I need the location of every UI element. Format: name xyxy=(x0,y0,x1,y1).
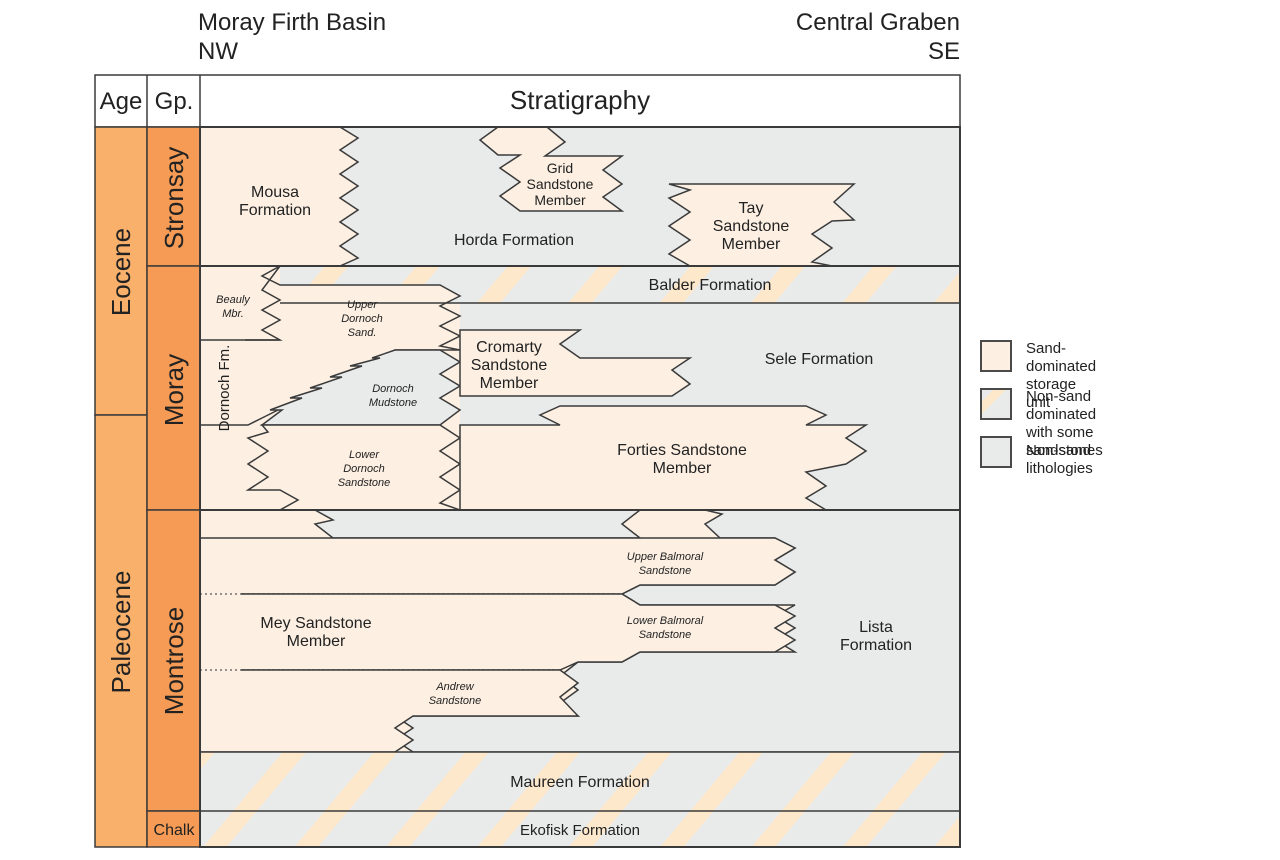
horda-label: Horda Formation xyxy=(454,232,574,249)
header-row xyxy=(94,74,961,128)
left-basin-title: Moray Firth Basin xyxy=(198,9,387,36)
forties-sandstone-unit xyxy=(459,405,869,511)
group-stronsay-cell xyxy=(146,126,201,267)
dornoch-mudstone-unit xyxy=(259,349,462,426)
group-chalk-label: Chalk xyxy=(154,822,196,839)
group-chalk-cell xyxy=(146,810,201,848)
sele-label: Sele Formation xyxy=(765,351,874,368)
grid-sandstone-unit xyxy=(478,127,625,212)
legend-swatch-nonsand xyxy=(980,436,1012,468)
legend-label-nonsand: Non-sand lithologies xyxy=(1026,442,1093,477)
group-column-header: Gp. xyxy=(155,88,194,115)
lista-upper-band xyxy=(312,509,643,539)
legend-swatch-mixed xyxy=(980,388,1012,420)
age-column-header: Age xyxy=(100,88,143,115)
cromarty-sandstone-unit xyxy=(459,329,693,397)
mousa-formation-unit xyxy=(200,127,360,267)
group-stronsay-label: Stronsay xyxy=(159,147,189,250)
ekofisk-formation-unit xyxy=(200,811,960,847)
age-eocene-label: Eocene xyxy=(106,228,136,316)
age-paleocene-label: Paleocene xyxy=(106,571,136,694)
dornoch-fm-label: Dornoch Fm. xyxy=(216,345,233,432)
maureen-label: Maureen Formation xyxy=(510,774,650,791)
group-montrose-cell xyxy=(146,509,201,812)
left-direction: NW xyxy=(198,38,238,65)
group-moray-label: Moray xyxy=(159,354,189,426)
age-paleocene-cell xyxy=(94,414,148,848)
group-montrose-label: Montrose xyxy=(159,607,189,715)
age-eocene-cell xyxy=(94,126,148,416)
legend-swatch-sand xyxy=(980,340,1012,372)
balder-label: Balder Formation xyxy=(649,277,772,294)
ekofisk-label: Ekofisk Formation xyxy=(520,822,640,839)
lower-balmoral-unit xyxy=(200,593,797,671)
stratigraphy-column-header: Stratigraphy xyxy=(510,85,650,115)
upper-balmoral-unit xyxy=(200,537,797,595)
stratigraphy-frame xyxy=(199,126,961,848)
maureen-formation-unit xyxy=(200,752,960,811)
right-direction: SE xyxy=(927,38,960,65)
right-basin-title: Central Graben xyxy=(795,9,960,36)
